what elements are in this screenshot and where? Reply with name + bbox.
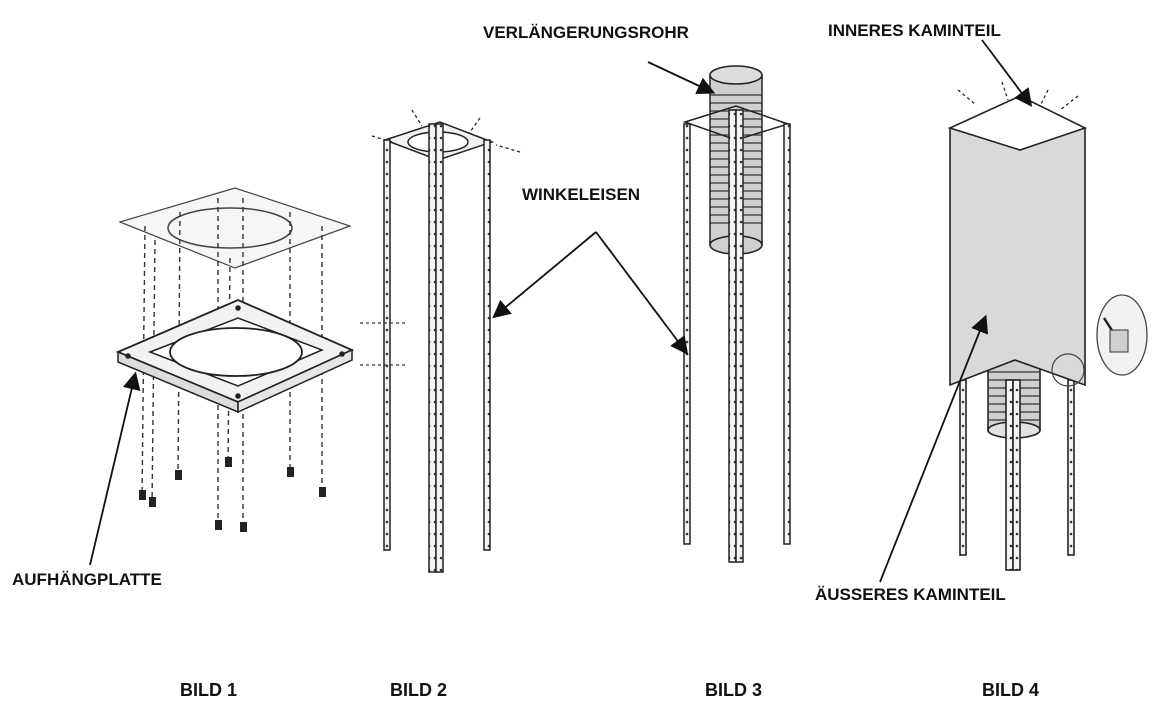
caption-bild-4: BILD 4 xyxy=(982,680,1039,700)
arrow-inneres-kaminteil xyxy=(981,39,1033,107)
detail-circle-small xyxy=(1051,353,1085,387)
figure-4-outer-chimney xyxy=(947,81,1148,571)
figure-3-extension-pipe xyxy=(682,65,791,563)
callout-arrows xyxy=(89,39,1033,583)
label-verlaengerungsrohr: VERLÄNGERUNGSROHR xyxy=(483,23,689,42)
ceiling-plate xyxy=(118,187,352,269)
angle-iron-front-b xyxy=(435,123,444,573)
outer-chimney-box xyxy=(949,127,1086,387)
ceiling-plate-hole xyxy=(167,207,293,249)
label-aeusseres-kaminteil: ÄUSSERES KAMINTEIL xyxy=(815,585,1006,604)
arrow-winkeleisen-right xyxy=(595,231,689,355)
label-aufhaengplatte: AUFHÄNGPLATTE xyxy=(12,570,162,589)
caption-bild-3: BILD 3 xyxy=(705,680,762,700)
caption-bild-1: BILD 1 xyxy=(180,680,237,700)
angle-iron-right xyxy=(483,139,491,551)
rod-nuts xyxy=(139,457,326,532)
inner-chimney-top xyxy=(947,95,1088,151)
side-arrows xyxy=(360,322,405,366)
label-inneres-kaminteil: INNERES KAMINTEIL xyxy=(828,21,1001,40)
top-screws xyxy=(371,109,521,153)
label-winkeleisen: WINKELEISEN xyxy=(522,185,640,204)
arrow-winkeleisen-left xyxy=(492,231,597,319)
suspension-plate xyxy=(115,299,355,414)
figure-1-suspension-plate xyxy=(115,187,355,532)
angle-iron-left xyxy=(383,139,391,551)
arrow-aufhaengplatte xyxy=(89,371,141,566)
caption-bild-2: BILD 2 xyxy=(390,680,447,700)
angle-iron-front-a xyxy=(428,123,437,573)
arrow-verlaengerungsrohr xyxy=(647,61,716,95)
arrow-aeusseres-kaminteil xyxy=(879,314,989,583)
figure-2-angle-iron-frame xyxy=(360,109,521,573)
